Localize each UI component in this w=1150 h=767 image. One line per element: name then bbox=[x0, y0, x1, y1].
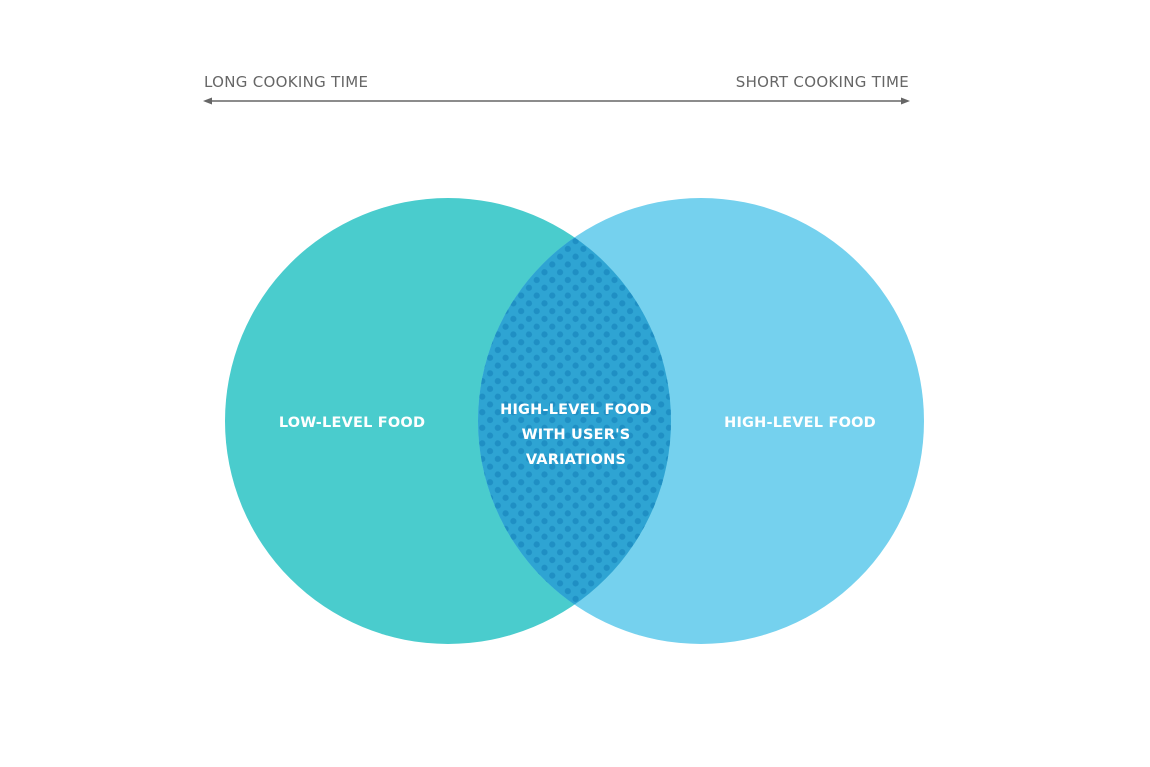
short-cooking-time-label: SHORT COOKING TIME bbox=[736, 73, 909, 91]
right-arrowhead bbox=[901, 97, 910, 105]
overlap-label-line-3: VARIATIONS bbox=[526, 452, 626, 468]
left-arrowhead bbox=[203, 97, 212, 105]
overlap-label-line-2: WITH USER'S bbox=[522, 427, 631, 443]
high-level-food-label: HIGH-LEVEL FOOD bbox=[724, 415, 876, 431]
overlap-region bbox=[478, 198, 671, 644]
overlap-label-line-1: HIGH-LEVEL FOOD bbox=[500, 402, 652, 418]
cooking-time-axis: LONG COOKING TIME SHORT COOKING TIME bbox=[203, 73, 910, 105]
low-level-food-label: LOW-LEVEL FOOD bbox=[279, 415, 425, 431]
overlap-label: HIGH-LEVEL FOOD WITH USER'S VARIATIONS bbox=[500, 402, 652, 468]
long-cooking-time-label: LONG COOKING TIME bbox=[204, 73, 368, 91]
